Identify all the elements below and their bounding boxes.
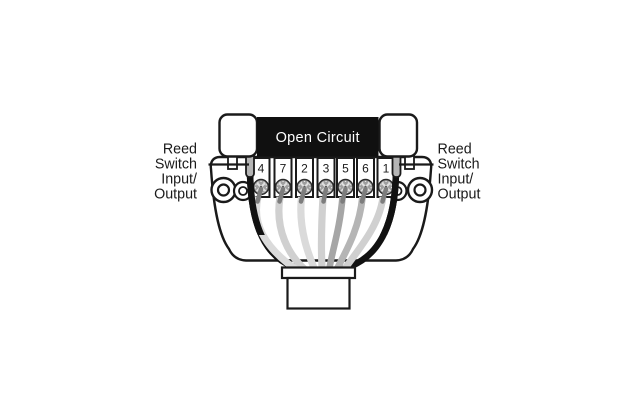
mounting-ring-left-inner-hole: [238, 186, 248, 196]
mounting-rings-left: [210, 176, 254, 204]
terminal-5: 5: [336, 157, 355, 198]
open-circuit-label: Open Circuit: [276, 130, 360, 146]
cable-boot: [286, 276, 351, 310]
right-callout-line-4: Output: [438, 187, 481, 203]
mounting-ring-left-outer-hole: [216, 183, 231, 197]
left-callout-line-3: Input/: [161, 172, 197, 188]
reed-probe-wire-loop-top: [246, 167, 400, 235]
wire-stubs: [255, 186, 389, 204]
terminal-number: 1: [383, 162, 390, 176]
housing-ear-left: [218, 113, 259, 158]
housing-ear-right: [378, 113, 419, 158]
wire-stub: [255, 186, 264, 204]
terminal-number: 2: [301, 162, 308, 176]
terminal-4: 4: [251, 157, 271, 198]
right-callout-line-2: Switch: [438, 157, 480, 173]
wire-stub: [298, 186, 307, 204]
open-circuit-bar: [257, 117, 379, 157]
terminal-number: 3: [323, 162, 330, 176]
terminal-number: 6: [362, 162, 369, 176]
left-callout-line-1: Reed: [163, 142, 197, 158]
wire-stub: [340, 186, 348, 204]
right-callout-line-3: Input/: [438, 172, 474, 188]
mounting-ring-right-outer-hole: [413, 183, 427, 197]
wire-terminal-3: [317, 196, 327, 275]
terminal-number: 5: [342, 162, 349, 176]
terminal-6: 6: [356, 157, 375, 198]
terminal-number: 4: [258, 162, 265, 176]
cable-clamp: [280, 266, 357, 280]
wire-stub: [321, 186, 329, 204]
wire-stub: [277, 186, 286, 204]
right-callout-line-1: Reed: [438, 142, 472, 158]
wire-stub: [359, 186, 368, 204]
left-callout-line-2: Switch: [155, 157, 197, 173]
left-callout-line-4: Output: [154, 187, 197, 203]
mounting-rings-right: [387, 176, 434, 204]
terminal-number: 7: [280, 162, 287, 176]
left-callout: Reed Switch Input/ Output: [154, 142, 249, 203]
right-callout: Reed Switch Input/ Output: [399, 142, 480, 203]
wire-stub: [380, 186, 389, 204]
